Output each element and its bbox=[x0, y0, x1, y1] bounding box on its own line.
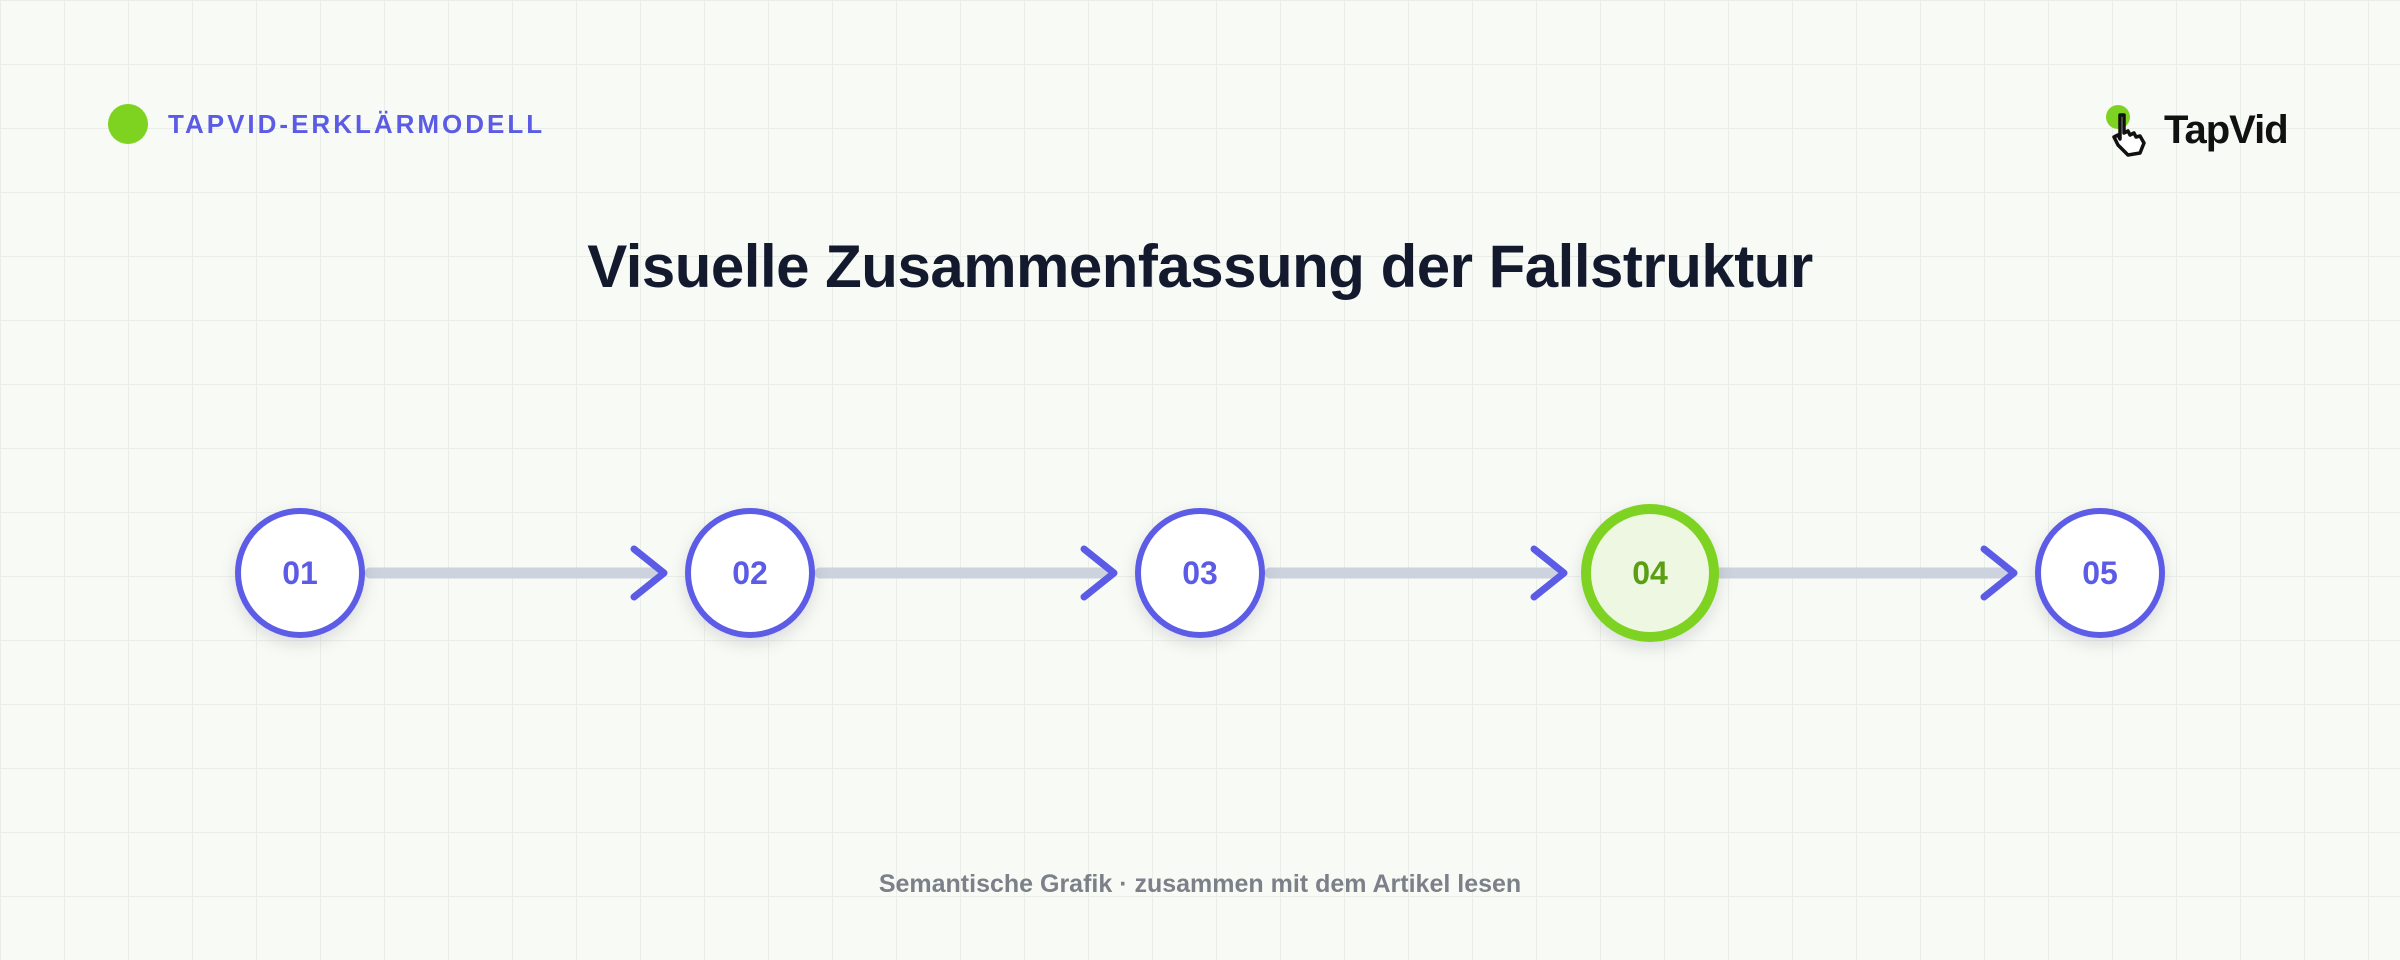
arrow-head-icon bbox=[1980, 545, 2018, 601]
step-circle bbox=[1581, 504, 1719, 642]
brand-logo: TapVid bbox=[2106, 100, 2306, 160]
page-title: Visuelle Zusammenfassung der Fallstruktu… bbox=[587, 233, 1813, 300]
step-circle bbox=[685, 508, 815, 638]
arrow-head-icon bbox=[1530, 545, 1568, 601]
step-circle bbox=[1135, 508, 1265, 638]
step-label: 03 bbox=[1182, 555, 1218, 591]
logo-dot bbox=[2106, 105, 2130, 129]
step-label: 05 bbox=[2082, 555, 2118, 591]
header-label: TAPVID-ERKLÄRMODELL bbox=[108, 104, 545, 144]
step-node: 05 bbox=[2035, 508, 2165, 638]
brand-name: TapVid bbox=[2164, 107, 2289, 152]
step-node: 04 bbox=[1581, 504, 1719, 642]
header-label-text: TAPVID-ERKLÄRMODELL bbox=[168, 108, 546, 139]
step-node: 02 bbox=[685, 508, 815, 638]
step-label: 04 bbox=[1632, 555, 1668, 591]
step-label: 01 bbox=[282, 555, 318, 591]
arrow-head-icon bbox=[1080, 545, 1118, 601]
step-node: 03 bbox=[1135, 508, 1265, 638]
step-node: 01 bbox=[235, 508, 365, 638]
hand-pointer-icon bbox=[2106, 101, 2162, 159]
step-circle bbox=[2035, 508, 2165, 638]
step-label: 02 bbox=[732, 555, 768, 591]
step-circle bbox=[235, 508, 365, 638]
status-dot-icon bbox=[108, 104, 148, 144]
arrow-head-icon bbox=[630, 545, 668, 601]
footer-caption: Semantische Grafik · zusammen mit dem Ar… bbox=[878, 870, 1522, 898]
